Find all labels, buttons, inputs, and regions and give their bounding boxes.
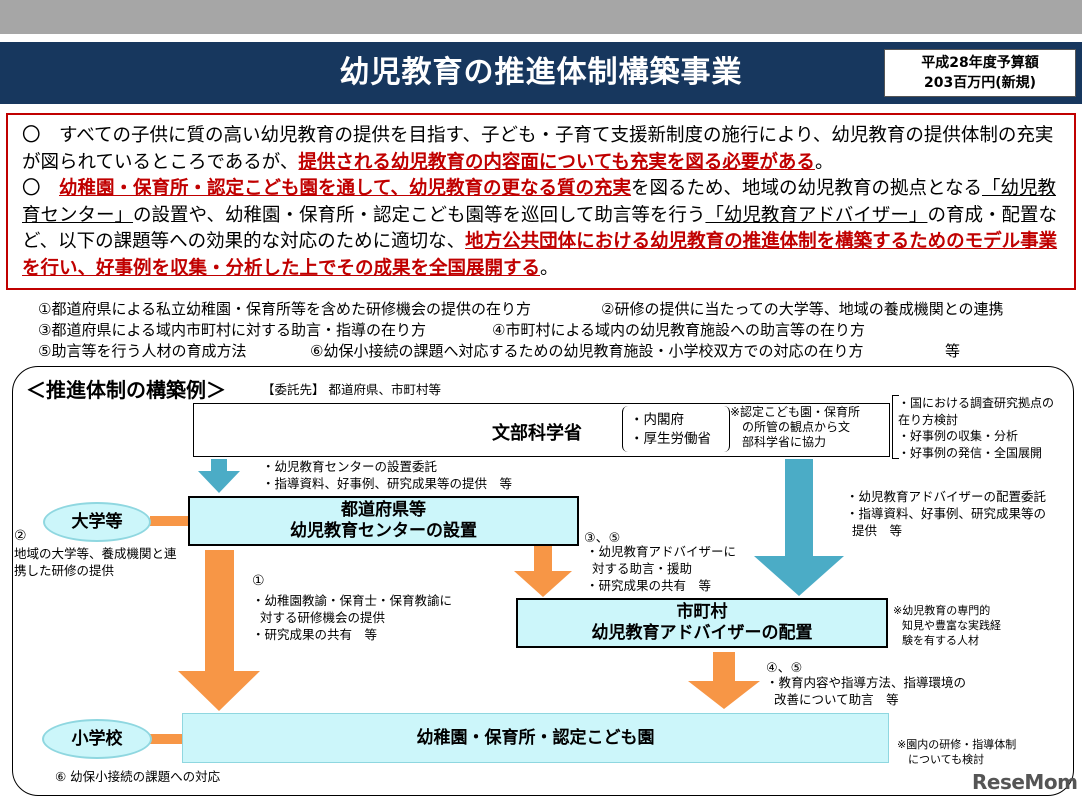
issue-4: ④市町村による域内の幼児教育施設への助言等の在り方 [492,321,865,339]
budget-line-1: 平成28年度予算額 [921,55,1039,71]
issue-3: ③都道府県による域内市町村に対する助言・指導の在り方 [38,321,426,339]
issue-6: ⑥幼保小接続の課題へ対応するための幼児教育施設・小学校双方での対応の在り方 [310,342,864,360]
summary-highlight-1: 提供される幼児教育の内容面についても充実を図る必要がある [298,151,815,173]
connector-elem-kinder [150,734,184,744]
summary-paragraph-1: 〇 すべての子供に質の高い幼児教育の提供を目指す、子ども・子育て支援新制度の施行… [22,125,1054,173]
mext-to-muni-text: ・幼児教育アドバイザーの配置委託 ・指導資料、好事例、研究成果等の 提供 等 [846,489,1047,538]
entrust-label: 【委託先】 都道府県、市町村等 [262,382,441,397]
advisor-note: ※幼児教育の専門的 知見や豊富な実践経 験を有する人材 [893,604,1001,647]
summary-highlight-3: 地方公共団体における幼児教育の推進体制を構築するためのモデル事業を行い、好事例を… [22,231,1058,279]
connector-univ-pref [150,516,188,526]
issue-2: ②研修の提供に当たっての大学等、地域の養成機関との連携 [601,300,1004,318]
advisor-term: 「幼児教育アドバイザー」 [705,204,928,226]
issue-etc: 等 [945,342,961,360]
municipality-advisor-box: 市町村 幼児教育アドバイザーの配置 [516,598,888,648]
advisor-label: 幼児教育アドバイザーの配置 [591,623,813,643]
issue-1: ①都道府県による私立幼稚園・保育所等を含めた研修機会の提供の在り方 [38,300,532,318]
elementary-note: ⑥ 幼保小接続の課題への対応 [55,769,221,784]
budget-line-2: 203百万円(新規) [923,75,1037,91]
mext-to-pref-text: ・幼児教育センターの設置委託 ・指導資料、好事例、研究成果等の提供 等 [262,459,513,491]
arrow-pref-to-muni [514,545,572,597]
issue-5: ⑤助言等を行う人材の育成方法 [38,342,247,360]
pref-to-muni-text: ・幼児教育アドバイザーに 対する助言・援助 ・研究成果の共有 等 [586,544,737,593]
diagram-frame [12,366,1074,796]
page-title: 幼児教育の推進体制構築事業 [339,55,743,90]
arrow-mext-to-pref [198,459,240,493]
center-label: 幼児教育センターの設置 [290,521,477,541]
section-title: ＜推進体制の構築例＞ [26,378,226,402]
watermark-logo: ReseMom [972,770,1078,794]
muni-to-kinder-text: ・教育内容や指導方法、指導環境の 改善について助言 等 [766,675,967,707]
pref-label: 都道府県等 [341,500,426,520]
mext-label: 文部科学省 [492,423,582,444]
summary-box: 〇 すべての子供に質の高い幼児教育の提供を目指す、子ども・子育て支援新制度の施行… [6,113,1076,290]
ministries-note: ※認定こども園・保育所 の所管の観点から文 部科学省に協力 [730,405,861,449]
arrow-muni-to-kinder [688,652,760,709]
kindergarten-box: 幼稚園・保育所・認定こども園 [182,713,889,763]
center-term: 「幼児教育センター」 [22,178,1057,226]
arrow-mext-to-muni [754,459,844,596]
elementary-ellipse: 小学校 [42,719,152,759]
national-roles-bracket [892,395,899,459]
kindergarten-note: ※園内の研修・指導体制 についても検討 [897,738,1017,766]
summary-highlight-2: 幼稚園・保育所・認定こども園を通して、幼児教育の更なる質の充実 [59,178,632,199]
arrow-pref-to-kinder [178,550,260,711]
summary-paragraph-2: 〇 幼稚園・保育所・認定こども園を通して、幼児教育の更なる質の充実を図るため、地… [22,178,1058,279]
university-number: ② [14,528,27,544]
budget-box: 平成28年度予算額 203百万円(新規) [884,49,1076,97]
pref-to-muni-number: ③、⑤ [584,531,621,546]
muni-label: 市町村 [676,602,728,622]
university-ellipse: 大学等 [43,502,151,542]
pref-to-kinder-text: ・幼稚園教諭・保育士・保育教諭に 対する研修機会の提供 ・研究成果の共有 等 [252,593,453,642]
mext-box [193,403,890,457]
ministries-list: ・内閣府 ・厚生労働省 [630,412,711,447]
prefecture-center-box: 都道府県等 幼児教育センターの設置 [188,496,579,546]
ministries-bracket [622,406,730,452]
top-gray-bar [0,0,1082,34]
pref-to-kinder-number: ① [252,573,265,589]
muni-to-kinder-number: ④、⑤ [766,661,803,676]
national-roles: ・国における調査研究拠点の 在り方検討 ・好事例の収集・分析 ・好事例の発信・全… [898,396,1055,460]
university-text: 地域の大学等、養成機関と連 携した研修の提供 [14,546,177,578]
